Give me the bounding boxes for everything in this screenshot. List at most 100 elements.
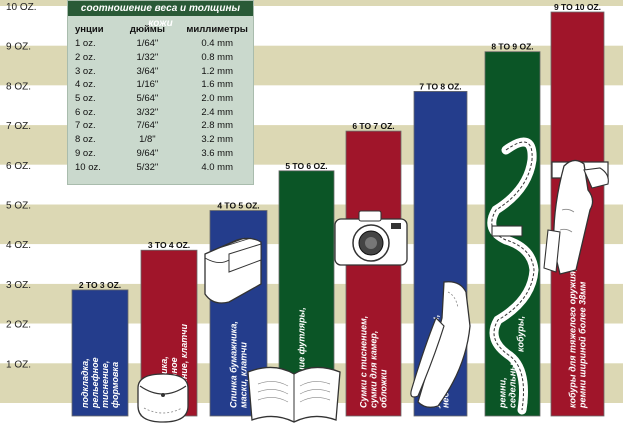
belt-icon [487, 137, 539, 415]
table-row: 8 oz. 1/8" 3.2 mm [72, 133, 253, 147]
band-top [0, 0, 623, 6]
cell-millimeters: 4.0 mm [201, 161, 233, 173]
bar-description-line: подкладка, [80, 358, 90, 408]
y-tick-label: 4 OZ. [6, 240, 31, 251]
y-tick-label: 5 OZ. [6, 201, 31, 212]
holster-icon [543, 159, 609, 275]
bar-range-label: 5 TO 6 OZ. [285, 161, 327, 171]
y-tick-label: 8 OZ. [6, 81, 31, 92]
y-axis-ticks: 1 OZ. 2 OZ. 3 OZ. 4 OZ. 5 OZ. 6 OZ. 7 OZ. 8 OZ.… [6, 2, 37, 370]
bar-description-line: тиснение, [100, 361, 110, 408]
bar-description-line: обложки [379, 369, 389, 408]
bar-description: Спинка бумажника,маски, клатчи [229, 321, 249, 408]
cell-inches: 7/64" [136, 120, 159, 132]
cell-inches: 1/32" [136, 52, 159, 64]
cell-ounces: 6 oz. [75, 106, 96, 118]
wallet-icon [204, 237, 262, 304]
cell-ounces: 7 oz. [75, 120, 96, 132]
header-ounces: унции [75, 24, 104, 35]
cell-inches: 1/16" [136, 79, 159, 91]
bar-range-label: 9 TO 10 OZ. [554, 2, 601, 12]
conversion-table-panel: соотношение веса и толщины кожи унции дю… [67, 0, 254, 185]
bar-description-line: сумки для камер, [369, 331, 379, 408]
knife-sheath-icon [410, 281, 471, 408]
cell-millimeters: 1.2 mm [201, 65, 233, 77]
table-row: 7 oz. 7/64" 2.8 mm [72, 119, 253, 133]
table-title: соотношение веса и толщины кожи [68, 1, 253, 29]
table-row: 2 oz. 1/32" 0.8 mm [72, 51, 253, 65]
table-row: 10 oz. 5/32" 4.0 mm [72, 160, 253, 174]
bar-description-line: седельные [508, 358, 518, 408]
y-tick-label: 1 OZ. [6, 359, 31, 370]
cell-inches: 9/64" [136, 147, 159, 159]
bar-range-label: 3 TO 4 OZ. [148, 240, 190, 250]
y-tick-label: 6 OZ. [6, 161, 31, 172]
table-row: 9 oz. 9/64" 3.6 mm [72, 147, 253, 161]
bar-range-label: 7 TO 8 OZ. [419, 81, 461, 91]
bar-description-line: кобуры для тяжелого оружия, [568, 269, 578, 408]
bar-range-label: 4 TO 5 OZ. [217, 201, 259, 211]
cell-ounces: 5 oz. [75, 93, 96, 105]
cell-millimeters: 3.6 mm [201, 147, 233, 159]
purse-icon [137, 373, 189, 423]
header-millimeters: миллиметры [186, 24, 248, 35]
bar-description-line: маски, клатчи [239, 342, 249, 408]
bar-range-label: 2 TO 3 OZ. [79, 280, 121, 290]
cell-millimeters: 3.2 mm [201, 134, 233, 146]
cell-ounces: 8 oz. [75, 134, 96, 146]
cell-ounces: 10 oz. [75, 161, 101, 173]
table-row: 5 oz. 5/64" 2.0 mm [72, 92, 253, 106]
bar-description-line: кобуры, [516, 316, 526, 352]
y-tick-label: 9 OZ. [6, 42, 31, 53]
bar-description-line: ремни шириной более 38мм [578, 281, 588, 409]
cell-ounces: 2 oz. [75, 52, 96, 64]
cell-inches: 5/64" [136, 93, 159, 105]
bar-description-line: небольшие футляры, [297, 307, 307, 408]
cell-inches: 3/32" [136, 106, 159, 118]
bar-description-line: тиснение, клатчи [179, 323, 189, 408]
cell-millimeters: 2.4 mm [201, 106, 233, 118]
cell-ounces: 9 oz. [75, 147, 96, 159]
bar-description-line: Сумки с тиснением, [359, 316, 369, 408]
bar-description-line: формовка [110, 362, 120, 408]
table-header-row: унции дюймы миллиметры [72, 24, 253, 37]
cell-millimeters: 2.8 mm [201, 120, 233, 132]
bar-description-top: кобуры, [516, 316, 526, 352]
camera-icon [334, 210, 408, 266]
bar-description: Сумки с тиснением,сумки для камер,обложк… [359, 316, 389, 408]
header-inches: дюймы [129, 24, 165, 35]
cell-millimeters: 0.8 mm [201, 52, 233, 64]
bar-rect [71, 289, 129, 417]
illustrations [137, 137, 609, 423]
bar-description-line: ремни, [498, 377, 508, 409]
cell-inches: 5/32" [136, 161, 159, 173]
y-tick-label: 2 OZ. [6, 320, 31, 331]
y-tick-label: 3 OZ. [6, 280, 31, 291]
cell-inches: 1/64" [136, 38, 159, 50]
cell-ounces: 1 oz. [75, 38, 96, 50]
bar-description-line: рельефное [90, 357, 100, 409]
bar-rect [345, 130, 402, 417]
bar-range-label: 8 TO 9 OZ. [491, 42, 533, 52]
bar-description: кобуры для тяжелого оружия,ремни шириной… [568, 269, 588, 409]
table-row: 6 oz. 3/32" 2.4 mm [72, 105, 253, 119]
table-row: 1 oz.1/64"0.4 mm [72, 37, 253, 51]
y-tick-label: 10 OZ. [6, 2, 37, 13]
y-tick-label: 7 OZ. [6, 121, 31, 132]
cell-inches: 1/8" [139, 134, 156, 146]
bar-range-label: 6 TO 7 OZ. [352, 121, 394, 131]
table-row: 4 oz. 1/16" 1.6 mm [72, 78, 253, 92]
cell-ounces: 4 oz. [75, 79, 96, 91]
cell-millimeters: 2.0 mm [201, 93, 233, 105]
cell-millimeters: 1.6 mm [201, 79, 233, 91]
cell-ounces: 3 oz. [75, 65, 96, 77]
cell-inches: 3/64" [136, 65, 159, 77]
bar-description-line: Спинка бумажника, [229, 321, 239, 408]
table-row: 3 oz. 3/64" 1.2 mm [72, 64, 253, 78]
book-icon [247, 366, 341, 423]
